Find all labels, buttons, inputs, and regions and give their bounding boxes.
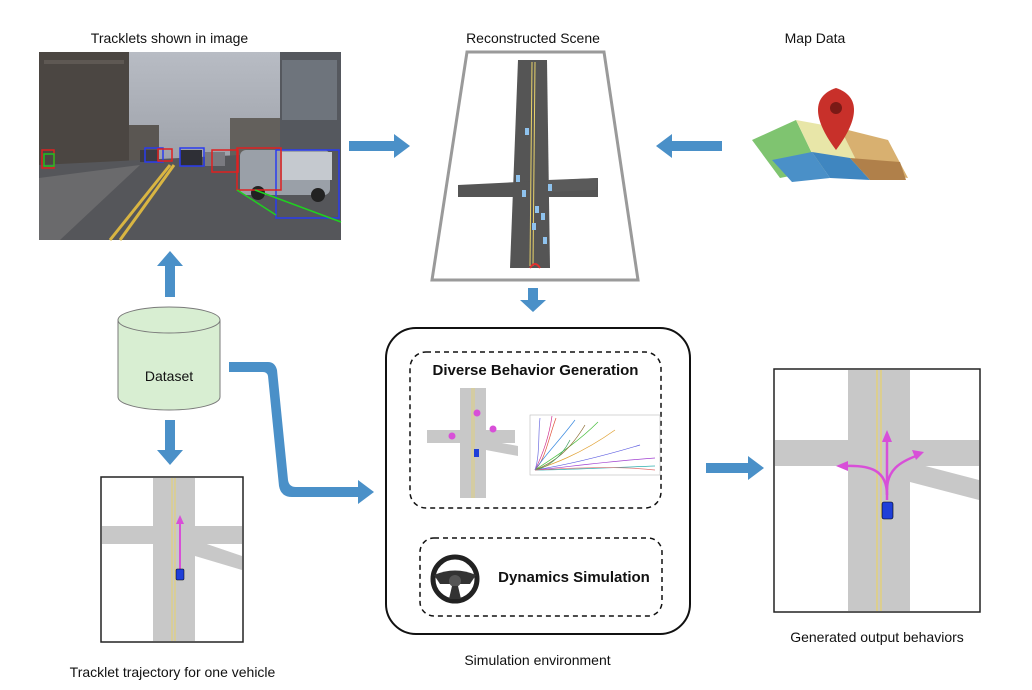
tracklets-image-label: Tracklets shown in image <box>90 30 249 46</box>
flow-arrows <box>157 134 764 504</box>
steering-wheel-icon <box>430 554 480 604</box>
arrow-photo-to-scene <box>349 134 410 158</box>
generated-output-panel <box>773 368 981 613</box>
arrow-scene-to-sim <box>520 288 546 312</box>
arrow-sim-to-output <box>706 456 764 480</box>
dynamics-simulation-label: Dynamics Simulation <box>498 569 650 586</box>
generated-output-label: Generated output behaviors <box>790 629 964 645</box>
map-pin-icon <box>818 88 854 150</box>
ego-vehicle-marker <box>881 501 894 520</box>
ego-vehicle-marker <box>175 568 185 581</box>
simulation-environment-box <box>385 327 691 635</box>
reconstructed-scene-label: Reconstructed Scene <box>466 30 600 46</box>
map-data-label: Map Data <box>784 30 846 46</box>
arrow-map-to-scene <box>656 134 722 158</box>
tracklet-street-photo <box>39 52 342 241</box>
diverse-behavior-label: Diverse Behavior Generation <box>432 362 639 379</box>
dataset-label: Dataset <box>144 368 194 384</box>
tracklet-trajectory-label: Tracklet trajectory for one vehicle <box>69 664 276 680</box>
arrow-dataset-to-sim <box>229 362 374 504</box>
trajectory-samples-plot <box>529 414 661 476</box>
simulation-environment-label: Simulation environment <box>464 652 611 668</box>
database-icon <box>117 306 221 411</box>
arrow-dataset-to-trajectory <box>157 420 183 465</box>
reconstructed-scene-panel <box>430 50 640 282</box>
map-data-illustration <box>752 88 908 182</box>
arrow-dataset-to-photo <box>157 251 183 297</box>
tracklet-trajectory-panel <box>100 476 244 643</box>
